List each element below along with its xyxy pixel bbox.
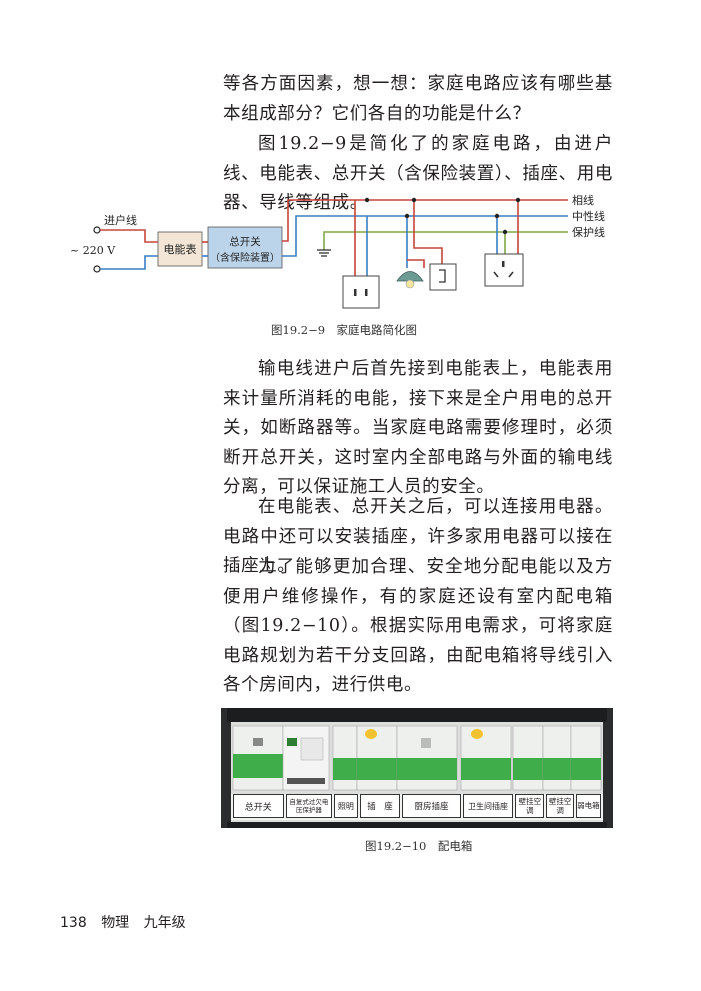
main-switch-label: 总开关 bbox=[229, 235, 261, 248]
page-number: 138 bbox=[60, 915, 87, 931]
label-bathroom-socket: 卫生间插座 bbox=[462, 794, 514, 818]
main-switch-breaker bbox=[232, 725, 284, 791]
voltage-protector-breaker bbox=[282, 725, 330, 791]
paragraph-3: 输电线进户后首先接到电能表上，电能表用来计量所消耗的电能，接下来是全户用电的总开… bbox=[223, 359, 613, 497]
label-ac-2: 壁挂空调 bbox=[546, 794, 574, 818]
breaker-ac-2 bbox=[542, 725, 572, 791]
lamp-bulb bbox=[405, 279, 415, 289]
ground-label: 保护线 bbox=[572, 225, 605, 239]
label-kitchen-socket: 厨房插座 bbox=[402, 794, 461, 818]
paragraph-1: 等各方面因素，想一想：家庭电路应该有哪些基本组成部分？它们各自的功能是什么？ bbox=[223, 74, 613, 124]
label-voltage-protector: 自复式过欠电压保护器 bbox=[285, 794, 333, 818]
paragraph-2: 图19.2−9是简化了的家庭电路，由进户线、电能表、总开关（含保险装置）、插座、… bbox=[223, 134, 613, 213]
label-low-voltage-box: 弱电箱 bbox=[575, 794, 601, 818]
incoming-line-label: 进户线 bbox=[104, 213, 137, 227]
live-label: 相线 bbox=[572, 193, 594, 207]
figure-2-caption: 图19.2−10 配电箱 bbox=[365, 839, 473, 853]
main-switch-sublabel: （含保险装置） bbox=[210, 251, 280, 264]
neutral-wire bbox=[282, 215, 568, 257]
figure-1-caption: 图19.2−9 家庭电路简化图 bbox=[271, 323, 418, 337]
breaker-socket bbox=[356, 725, 398, 791]
breaker-label-strip: 总开关 自复式过欠电压保护器 照明 插 座 厨房插座 卫生间插座 壁挂空调 壁挂… bbox=[233, 794, 601, 818]
label-ac-1: 壁挂空调 bbox=[515, 794, 545, 818]
label-socket: 插 座 bbox=[359, 794, 401, 818]
terminal-top bbox=[93, 226, 101, 234]
footer-grade: 九年级 bbox=[143, 915, 186, 931]
voltage-label: ~ 220 V bbox=[70, 244, 116, 257]
breaker-lighting bbox=[332, 725, 358, 791]
breaker-ac-1 bbox=[512, 725, 544, 791]
neutral-label: 中性线 bbox=[572, 209, 605, 223]
distribution-box-photo: 总开关 自复式过欠电压保护器 照明 插 座 厨房插座 卫生间插座 壁挂空调 壁挂… bbox=[221, 708, 613, 828]
lamp-shade bbox=[396, 271, 424, 282]
ground-wire bbox=[323, 231, 568, 250]
live-wire-in bbox=[100, 229, 158, 243]
breaker-kitchen bbox=[396, 725, 458, 791]
breaker-low-voltage bbox=[570, 725, 602, 791]
label-lighting: 照明 bbox=[334, 794, 358, 818]
household-circuit-diagram: 进户线 ~ 220 V 电能表 总开关 （含保险装置） 相线 中性线 保护线 bbox=[70, 193, 605, 309]
paragraph-4: 在电能表、总开关之后，可以连接用电器。电路中还可以安装插座，许多家用电器可以接在… bbox=[223, 497, 613, 576]
two-pin-socket bbox=[342, 275, 380, 309]
three-pin-socket bbox=[484, 253, 524, 287]
neutral-wire-in bbox=[100, 255, 158, 270]
live-wire bbox=[282, 199, 568, 242]
main-switch-box bbox=[207, 226, 283, 269]
light-switch bbox=[429, 263, 457, 291]
energy-meter-box bbox=[157, 231, 203, 267]
label-main-switch: 总开关 bbox=[233, 794, 284, 818]
terminal-bottom bbox=[93, 265, 101, 273]
page-footer: 138 物理 九年级 bbox=[60, 912, 196, 932]
breaker-bathroom bbox=[460, 725, 512, 791]
paragraph-5: 为了能够更加合理、安全地分配电能以及方便用户维修操作，有的家庭还设有室内配电箱（… bbox=[223, 557, 613, 695]
footer-subject: 物理 bbox=[101, 915, 130, 931]
energy-meter-label: 电能表 bbox=[164, 242, 197, 256]
